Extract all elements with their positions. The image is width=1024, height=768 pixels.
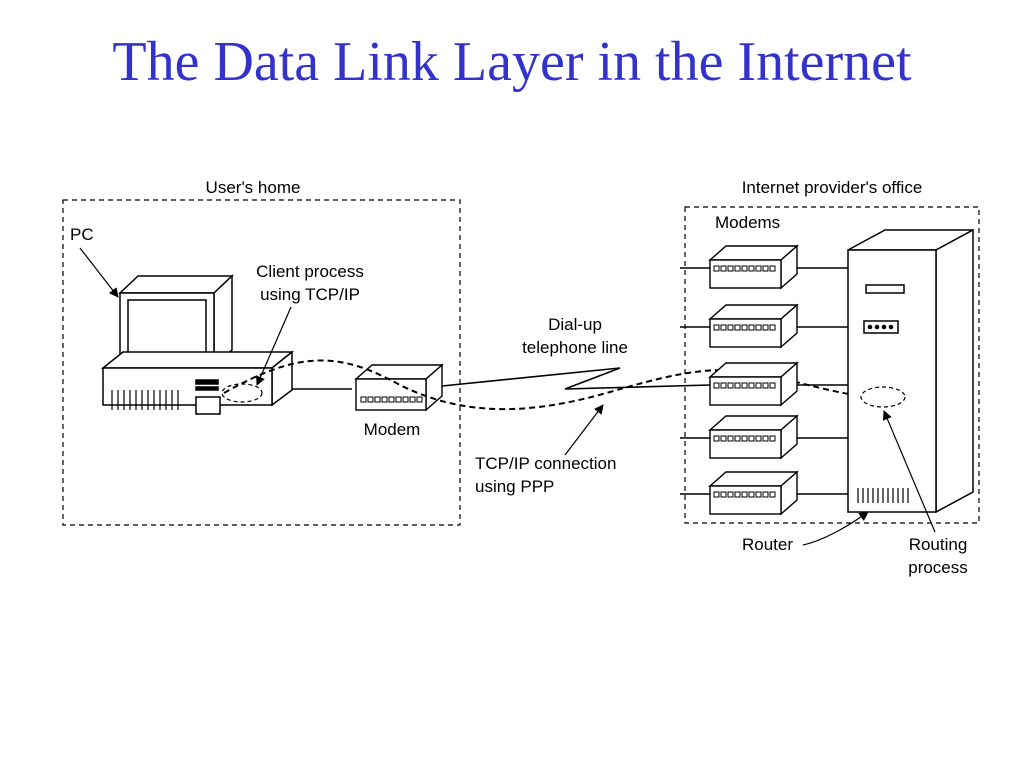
routing-label-line2: process bbox=[908, 558, 968, 577]
router-icon bbox=[847, 228, 974, 514]
dialup-label-line2: telephone line bbox=[522, 338, 628, 357]
isp-modem-4-icon bbox=[680, 414, 848, 460]
isp-modem-5-icon bbox=[680, 470, 848, 516]
tcpip-label-line1: TCP/IP connection bbox=[475, 454, 616, 473]
isp-office-label: Internet provider's office bbox=[742, 178, 923, 197]
isp-modems-group bbox=[680, 244, 848, 516]
pc-label: PC bbox=[70, 225, 94, 244]
modem-label: Modem bbox=[364, 420, 421, 439]
client-process-label-line1: Client process bbox=[256, 262, 364, 281]
routing-label-line1: Routing bbox=[909, 535, 968, 554]
client-process-label-line2: using TCP/IP bbox=[260, 285, 360, 304]
router-label: Router bbox=[742, 535, 793, 554]
routing-process-ellipse bbox=[860, 386, 906, 408]
isp-modem-3-icon bbox=[708, 361, 848, 407]
isp-modem-1-icon bbox=[680, 244, 848, 290]
dialup-label-line1: Dial-up bbox=[548, 315, 602, 334]
home-modem-icon bbox=[354, 363, 444, 412]
modems-label: Modems bbox=[715, 213, 780, 232]
slide-title: The Data Link Layer in the Internet bbox=[112, 31, 912, 93]
isp-modem-2-icon bbox=[680, 303, 848, 349]
users-home-region: User's home bbox=[62, 178, 461, 526]
dialup-line bbox=[441, 367, 711, 390]
isp-office-region: Internet provider's office bbox=[684, 178, 980, 524]
users-home-label: User's home bbox=[206, 178, 301, 197]
pc-icon bbox=[100, 274, 295, 415]
tcpip-label-line2: using PPP bbox=[475, 477, 554, 496]
